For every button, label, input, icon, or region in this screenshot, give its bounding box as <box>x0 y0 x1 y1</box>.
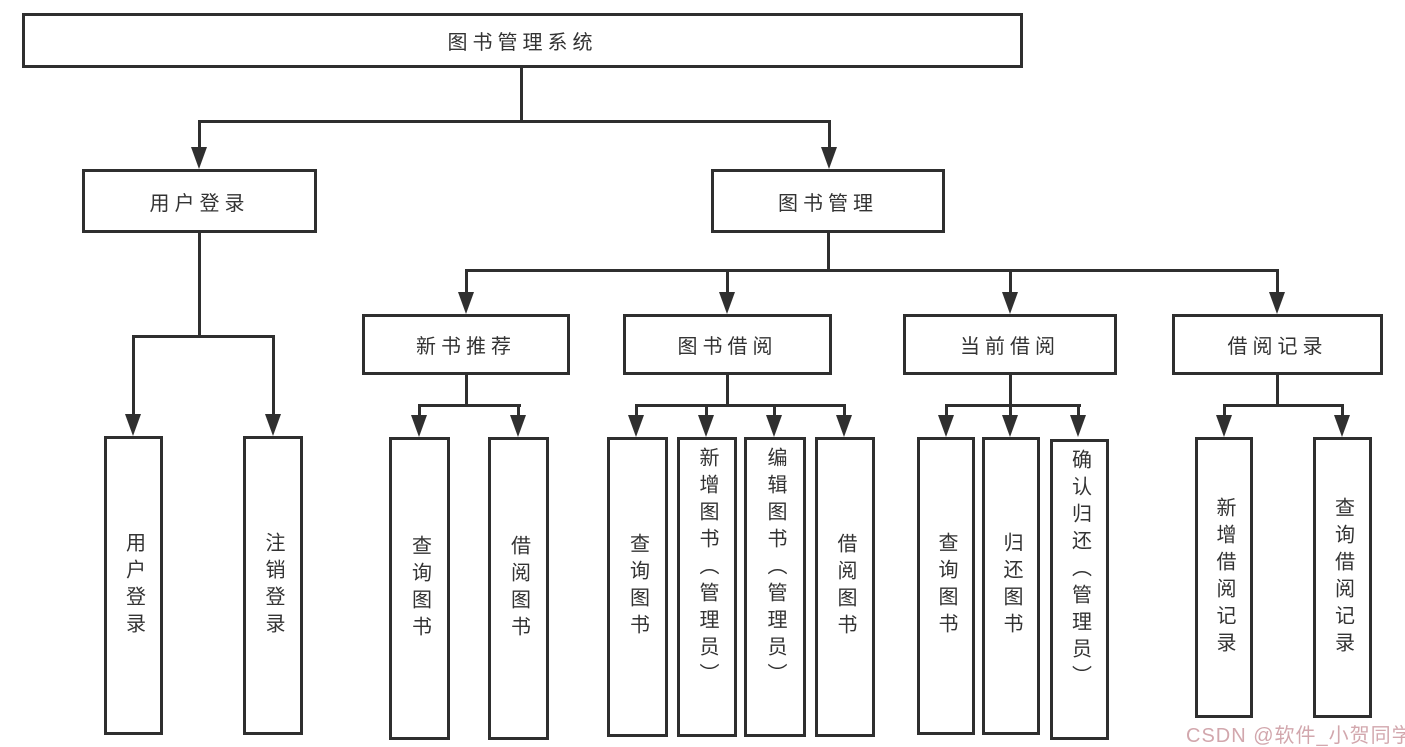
leaf-label: 新增图书（管理员） <box>696 447 718 690</box>
connector-line <box>726 375 729 406</box>
leaf-confirm-return-admin: 确认归还（管理员） <box>1050 439 1109 740</box>
leaf-query-books: 查询图书 <box>389 437 450 740</box>
node-borrow-records: 借阅记录 <box>1172 314 1383 375</box>
arrowhead-down-icon <box>411 415 427 437</box>
leaf-add-borrow-record: 新增借阅记录 <box>1195 437 1253 718</box>
node-label: 图书管理 <box>778 192 878 215</box>
leaf-label: 用户登录 <box>122 531 145 640</box>
leaf-label: 借阅图书 <box>507 534 530 643</box>
connector-line <box>635 404 846 407</box>
arrowhead-down-icon <box>510 415 526 437</box>
node-label: 借阅记录 <box>1227 336 1328 358</box>
arrowhead-down-icon <box>1269 292 1285 314</box>
connector-line <box>418 404 421 416</box>
leaf-query-books: 查询图书 <box>917 437 975 735</box>
connector-line <box>517 404 520 416</box>
connector-line <box>198 120 201 149</box>
arrowhead-down-icon <box>125 414 141 436</box>
leaf-label: 编辑图书（管理员） <box>764 447 786 690</box>
arrowhead-down-icon <box>766 415 782 437</box>
connector-line <box>1077 404 1080 416</box>
arrowhead-down-icon <box>719 292 735 314</box>
connector-line <box>1009 404 1012 416</box>
leaf-borrow-books: 借阅图书 <box>488 437 549 740</box>
leaf-label: 查询图书 <box>408 534 431 643</box>
arrowhead-down-icon <box>836 415 852 437</box>
node-user-login: 用户登录 <box>82 169 317 233</box>
connector-line <box>198 233 201 335</box>
arrowhead-down-icon <box>1216 415 1232 437</box>
arrowhead-down-icon <box>1002 292 1018 314</box>
leaf-label: 查询图书 <box>626 533 649 641</box>
connector-line <box>132 335 135 416</box>
leaf-label: 查询借阅记录 <box>1331 496 1354 659</box>
connector-line <box>198 120 831 123</box>
connector-line <box>1223 404 1344 407</box>
node-library-system: 图书管理系统 <box>22 13 1023 68</box>
leaf-label: 新增借阅记录 <box>1213 496 1235 659</box>
leaf-label: 借阅图书 <box>834 533 856 641</box>
leaf-borrow-books: 借阅图书 <box>815 437 875 737</box>
leaf-query-borrow-record: 查询借阅记录 <box>1313 437 1372 718</box>
arrowhead-down-icon <box>458 292 474 314</box>
arrowhead-down-icon <box>821 147 837 169</box>
leaf-logout: 注销登录 <box>243 436 303 735</box>
connector-line <box>465 269 468 294</box>
connector-line <box>726 269 729 294</box>
leaf-add-books-admin: 新增图书（管理员） <box>677 437 737 737</box>
leaf-label: 确认归还（管理员） <box>1068 449 1091 692</box>
connector-line <box>1276 269 1279 294</box>
connector-line <box>1276 375 1279 406</box>
connector-line <box>705 404 708 416</box>
connector-line <box>418 404 521 407</box>
connector-line <box>132 335 275 338</box>
connector-line <box>1341 404 1344 416</box>
node-book-management: 图书管理 <box>711 169 945 233</box>
leaf-edit-books-admin: 编辑图书（管理员） <box>744 437 806 737</box>
node-label: 新书推荐 <box>416 336 516 358</box>
connector-line <box>945 404 948 416</box>
arrowhead-down-icon <box>191 147 207 169</box>
connector-line <box>843 404 846 416</box>
node-label: 图书管理系统 <box>447 32 598 54</box>
csdn-watermark: CSDN @软件_小贺同学 <box>1186 725 1405 747</box>
arrowhead-down-icon <box>1070 415 1086 437</box>
node-book-borrowing: 图书借阅 <box>623 314 832 375</box>
arrowhead-down-icon <box>1334 415 1350 437</box>
leaf-user-login: 用户登录 <box>104 436 163 735</box>
arrowhead-down-icon <box>698 415 714 437</box>
connector-line <box>945 404 1081 407</box>
arrowhead-down-icon <box>938 415 954 437</box>
connector-line <box>520 68 523 121</box>
leaf-query-books: 查询图书 <box>607 437 668 737</box>
arrowhead-down-icon <box>1002 415 1018 437</box>
connector-line <box>465 375 468 406</box>
node-label: 当前借阅 <box>960 336 1060 358</box>
connector-line <box>1009 269 1012 294</box>
connector-line <box>827 233 830 271</box>
node-label: 图书借阅 <box>677 336 778 358</box>
leaf-label: 注销登录 <box>262 531 284 640</box>
connector-line <box>465 269 1279 272</box>
node-current-borrowing: 当前借阅 <box>903 314 1117 375</box>
node-new-book-recommend: 新书推荐 <box>362 314 570 375</box>
leaf-label: 归还图书 <box>1000 532 1022 640</box>
connector-line <box>272 335 275 416</box>
arrowhead-down-icon <box>265 414 281 436</box>
node-label: 用户登录 <box>149 192 250 215</box>
arrowhead-down-icon <box>628 415 644 437</box>
leaf-label: 查询图书 <box>935 532 957 640</box>
connector-line <box>1009 375 1012 406</box>
connector-line <box>773 404 776 416</box>
connector-line <box>828 120 831 149</box>
leaf-return-books: 归还图书 <box>982 437 1040 735</box>
connector-line <box>1223 404 1226 416</box>
connector-line <box>635 404 638 416</box>
